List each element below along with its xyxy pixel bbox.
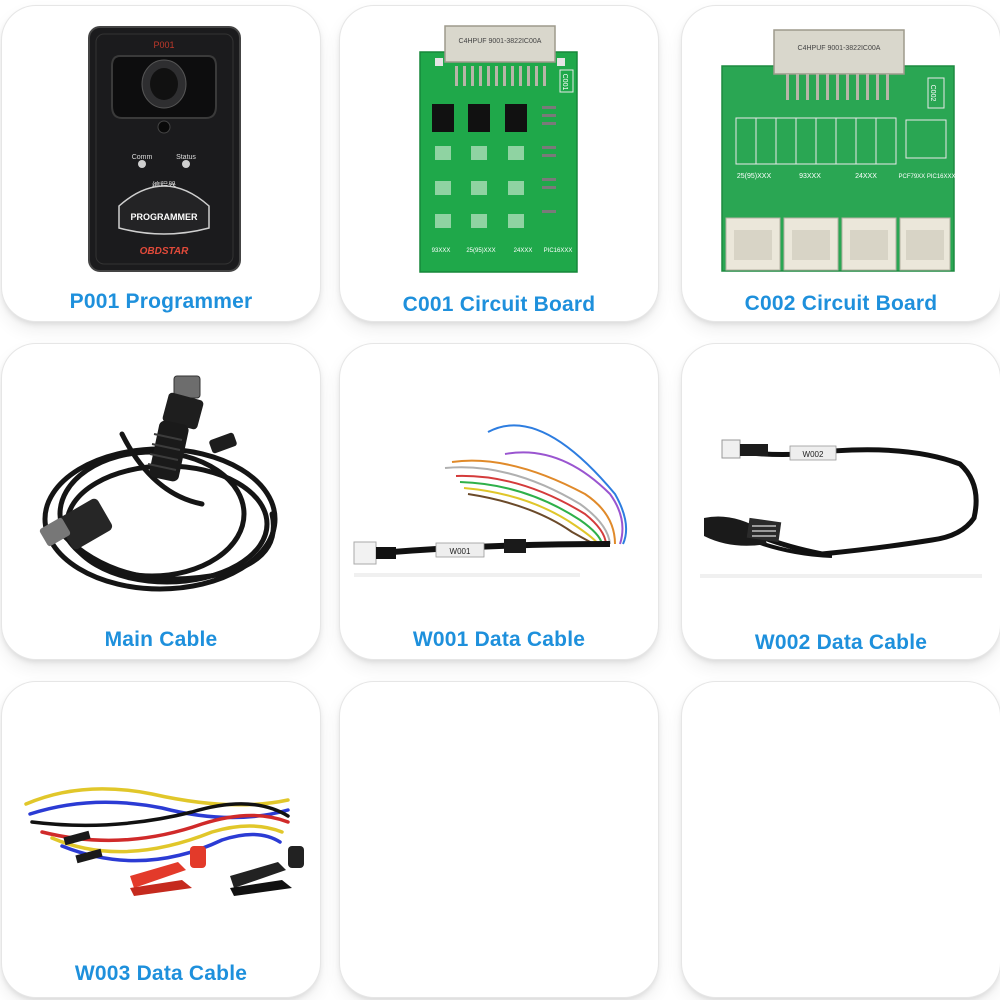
c002-row-label-pcf79xx: PCF79XX PIC16XXX [898, 174, 955, 180]
caption-p001-programmer: P001 Programmer [69, 290, 253, 313]
c001-code-text: C001 [561, 74, 568, 91]
p001-comm-text: Comm [132, 154, 153, 161]
product-card-w003[interactable]: W003 Data Cable [2, 682, 320, 997]
caption-w003-data-cable: W003 Data Cable [74, 962, 248, 985]
c001-circuit-board-image: C4HPUF 9001-3822IC00A C001 93XXX 25(95)X… [419, 25, 578, 273]
product-card-p001[interactable]: P001 Comm Status 编程器 PROGRAMMER OBDSTAR … [2, 6, 320, 321]
product-card-empty-2 [682, 682, 1000, 997]
c001-label-93xxx: 93XXX [432, 248, 451, 254]
w001-data-cable-image: W001 [353, 424, 628, 577]
c001-label-24xxx: 24XXX [514, 248, 533, 254]
c001-label-25xxx: 25(95)XXX [466, 248, 495, 254]
caption-w002-data-cable: W002 Data Cable [754, 631, 928, 654]
caption-main-cable: Main Cable [104, 628, 218, 651]
c002-row-label-25xxx: 25(95)XXX [737, 173, 772, 180]
product-card-c001[interactable]: C4HPUF 9001-3822IC00A C001 93XXX 25(95)X… [340, 6, 658, 321]
c002-code-text: C002 [929, 85, 936, 102]
product-card-w002[interactable]: W002 W002 Data Cable [682, 344, 1000, 659]
c002-row-label-24xxx: 24XXX [855, 173, 877, 180]
product-card-empty-1 [340, 682, 658, 997]
c002-connector-text: C4HPUF 9001-3822IC00A [798, 45, 881, 52]
w001-tag-text: W001 [450, 547, 471, 556]
c001-label-pic16xxx: PIC16XXX [544, 248, 573, 254]
obdstar-logo: OBDSTAR [140, 246, 189, 257]
w002-tag-text: W002 [803, 450, 824, 459]
w002-data-cable-image: W002 [700, 439, 982, 578]
p001-programmer-text: PROGRAMMER [131, 212, 198, 222]
caption-c001-circuit-board: C001 Circuit Board [402, 293, 596, 316]
p001-model-text: P001 [153, 40, 174, 50]
c002-row-label-93xxx: 93XXX [799, 173, 821, 180]
c001-connector-text: C4HPUF 9001-3822IC00A [459, 38, 542, 45]
product-card-main-cable[interactable]: Main Cable [2, 344, 320, 659]
p001-programmer-image: P001 Comm Status 编程器 PROGRAMMER OBDSTAR [88, 26, 241, 272]
caption-c002-circuit-board: C002 Circuit Board [744, 292, 938, 315]
caption-w001-data-cable: W001 Data Cable [412, 628, 586, 651]
product-card-w001[interactable]: W001 W001 Data Cable [340, 344, 658, 659]
w003-data-cable-image [24, 787, 304, 896]
p001-status-text: Status [176, 154, 196, 161]
p001-chinese-text: 编程器 [152, 180, 176, 190]
main-cable-image [39, 375, 278, 592]
product-card-c002[interactable]: C4HPUF 9001-3822IC00A C002 25(95)XXX 93X… [682, 6, 1000, 321]
c002-circuit-board-image: C4HPUF 9001-3822IC00A C002 25(95)XXX 93X… [721, 29, 956, 272]
